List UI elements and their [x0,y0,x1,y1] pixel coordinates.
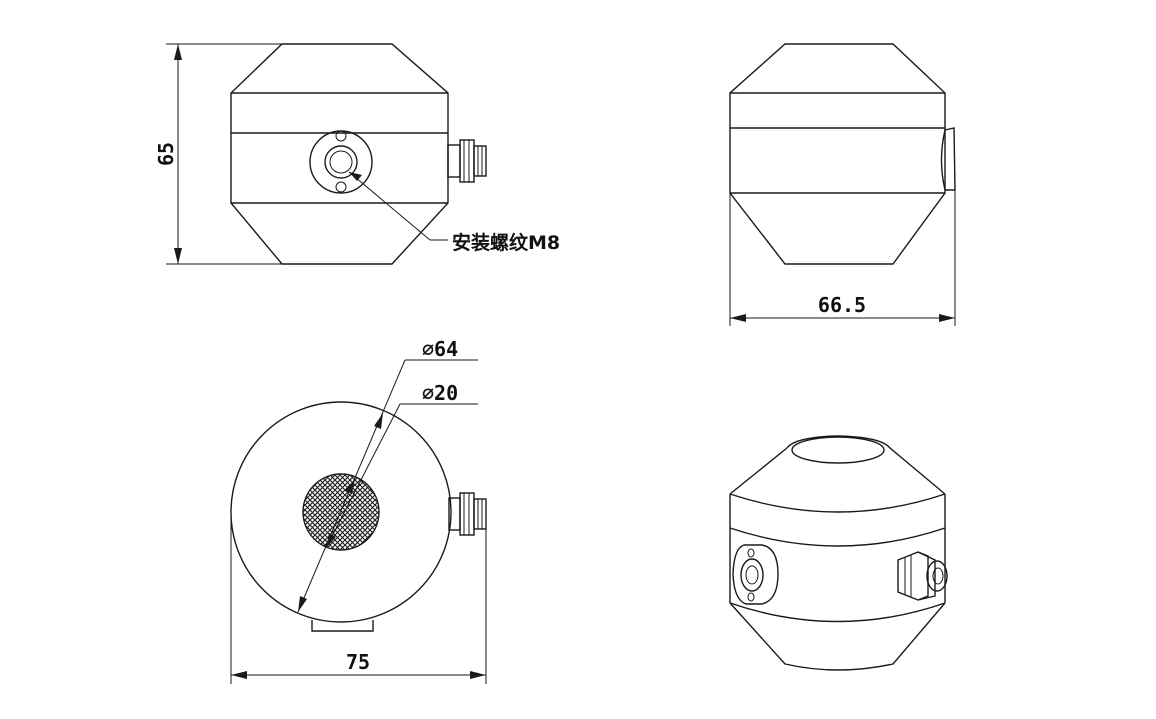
front-view-body-outline [230,43,449,265]
mount-thread-label: 安装螺纹M8 [452,231,560,254]
iso-band-bottom [729,602,946,623]
mount-thread-leader [348,171,448,241]
iso-band-top [729,493,946,513]
side-view-body-outline [729,43,946,265]
front-view: 65 安装螺纹M8 [154,43,560,265]
iso-top-cone-left [729,447,788,495]
side-width-dimension [729,190,956,326]
diameter-inner-label: ∅20 [422,381,458,405]
diameter-outer-label: ∅64 [422,337,458,361]
iso-top-opening [791,436,885,464]
height-dimension [166,43,282,265]
side-view-flange [940,127,956,191]
top-view-connector [448,492,487,536]
side-width-label: 66.5 [818,293,866,317]
top-view: ∅64 ∅20 75 [230,337,487,684]
iso-top-cone [786,435,946,495]
top-width-dimension [230,512,487,684]
side-view: 66.5 [729,43,956,326]
height-label: 65 [154,142,178,166]
top-view-flange-tab [311,620,374,632]
iso-connector [897,551,948,601]
diameter-inner-leader [325,403,478,549]
iso-bottom-cone [729,602,946,671]
top-width-label: 75 [346,650,370,674]
front-view-connector [447,139,487,183]
mount-flange [309,130,373,194]
isometric-view [729,435,948,671]
mesh-window-border [302,473,380,551]
iso-mount-flange [732,544,779,605]
iso-band-line [729,527,946,547]
